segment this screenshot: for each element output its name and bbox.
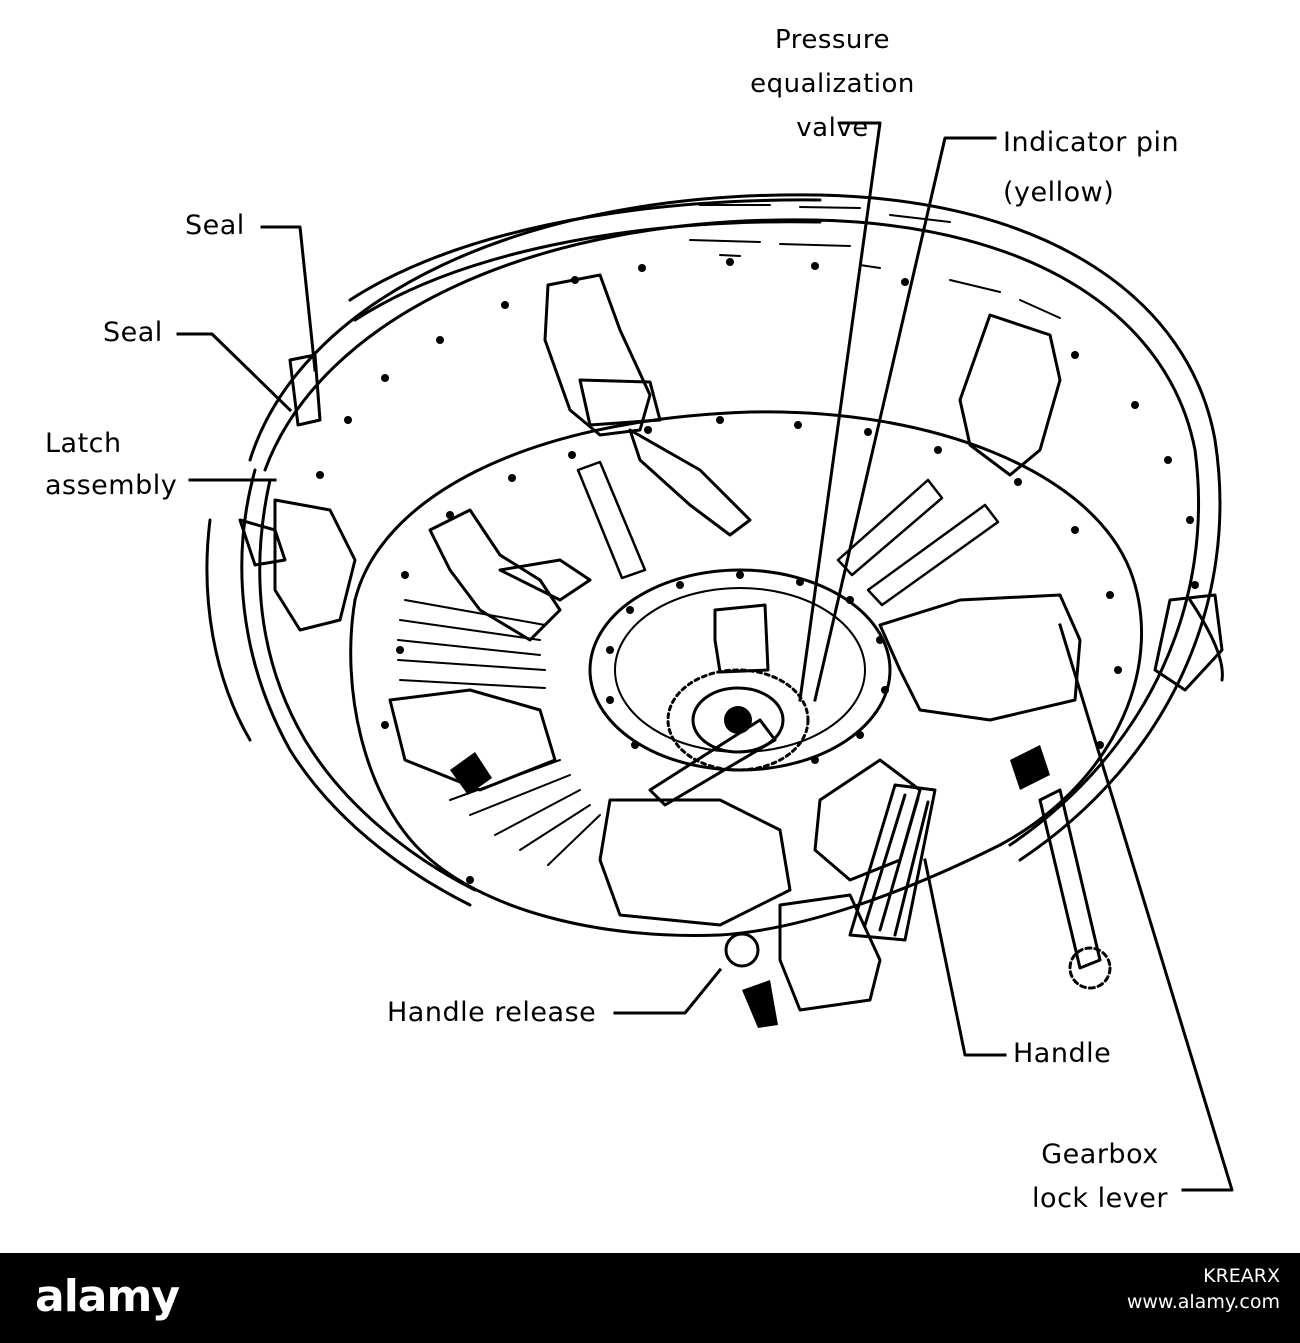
footer-logo: alamy — [35, 1271, 180, 1322]
label-handle: Handle — [1013, 1038, 1112, 1069]
leader-lines — [176, 121, 1234, 1192]
plate-slots — [576, 460, 1000, 607]
diagram-stage: Pressure equalization valve Indicator pi… — [45, 25, 1234, 1214]
central-gearbox — [588, 568, 892, 807]
leader-indicator-pin — [813, 136, 997, 702]
outer-rim — [205, 193, 1224, 907]
label-indicator-pin: Indicator pin (yellow) — [1003, 127, 1180, 208]
leader-gearbox-lock — [1058, 623, 1234, 1192]
label-pressure-valve: Pressure equalization valve — [750, 25, 915, 143]
rim-marks — [689, 204, 1061, 319]
label-handle-release: Handle release — [387, 997, 597, 1028]
footer-meta: KREARX www.alamy.com — [1127, 1263, 1280, 1315]
hatch-illustration — [176, 121, 1234, 1192]
rim-bolts — [316, 258, 1199, 589]
latch-linkages — [388, 273, 1082, 927]
label-seal-upper: Seal — [185, 210, 245, 241]
leader-seal-lower — [176, 332, 293, 413]
footer-image-id: KREARX — [1203, 1265, 1280, 1287]
label-latch-assembly: Latch assembly — [45, 428, 178, 501]
plate-bolts — [381, 416, 1122, 884]
leader-handle — [923, 858, 1007, 1057]
watermark-footer: alamy KREARX www.alamy.com — [0, 1253, 1300, 1343]
footer-url: www.alamy.com — [1126, 1291, 1280, 1313]
leader-seal-upper — [260, 225, 317, 372]
leader-handle-release — [613, 967, 723, 1015]
plate-shading — [397, 599, 601, 866]
label-seal-lower: Seal — [103, 317, 163, 348]
hub-bolts — [606, 571, 889, 764]
label-gearbox-lock: Gearbox lock lever — [1032, 1139, 1168, 1214]
handle-assembly — [238, 353, 1224, 1012]
hatch-plate — [349, 410, 1143, 937]
direction-arrows — [450, 745, 1050, 1028]
leader-pressure-valve — [798, 121, 882, 702]
